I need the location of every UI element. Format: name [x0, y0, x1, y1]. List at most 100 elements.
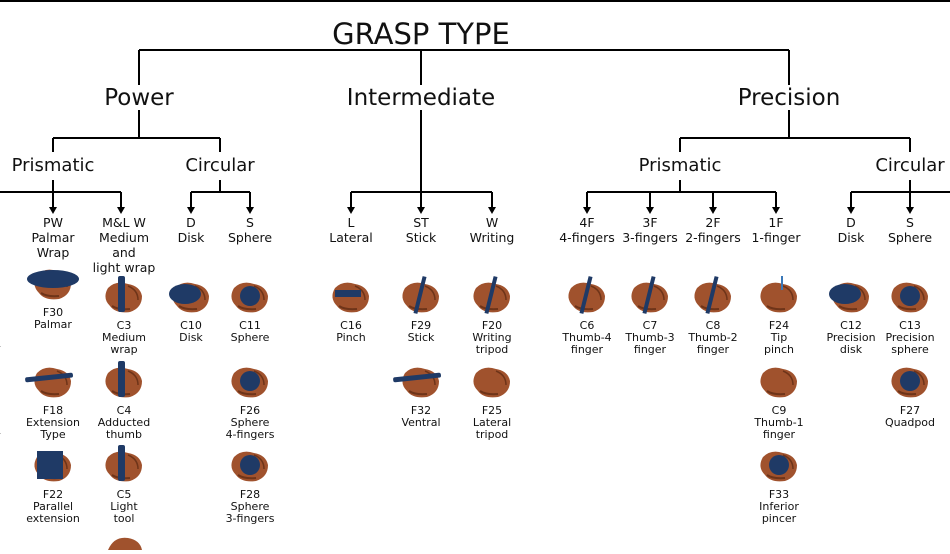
grasp-name: thumb [106, 428, 142, 441]
grasp-name: Light [110, 500, 138, 513]
grasp-name: Parallel [32, 500, 74, 513]
subgroup-precision-prismatic: Prismatic [638, 155, 722, 176]
grasp-code: C4 [116, 404, 132, 417]
hand-c8-icon [683, 276, 743, 320]
hand-partial-icon [100, 534, 150, 554]
group-intermediate: Intermediate [346, 85, 496, 111]
code-abbr: M&L W [102, 215, 146, 230]
hand-c5-icon [94, 445, 154, 489]
grasp-name: tripod [475, 343, 509, 356]
code-text: 2-fingers [685, 230, 741, 245]
grasp-name: disk [839, 343, 863, 356]
hand-c16-icon [321, 276, 381, 320]
code-text: Palmar [31, 230, 75, 245]
grasp-code: C11 [239, 319, 261, 332]
grasp-name: Thumb-4 [562, 331, 612, 344]
hand-f28-icon [220, 445, 280, 489]
code-text: Stick [405, 230, 437, 245]
grasp-name: Precision [885, 331, 935, 344]
grasp-name: Thumb-1 [754, 416, 804, 429]
grasp-name: finger [696, 343, 730, 356]
code-text: 1-finger [751, 230, 801, 245]
hand-f18-icon [23, 361, 83, 405]
grasp-code: F18 [42, 404, 64, 417]
code-text: light wrap [92, 260, 156, 275]
hand-c13-icon [880, 276, 940, 320]
code-abbr: D [186, 215, 196, 230]
hand-f24-icon [749, 276, 809, 320]
code-text: Medium [99, 230, 149, 245]
grasp-name: Disk [179, 331, 203, 344]
grasp-name: Palmar [34, 318, 72, 331]
code-text: Disk [177, 230, 205, 245]
code-abbr: L [347, 215, 355, 230]
hand-f32-icon [391, 361, 451, 405]
grasp-name: Writing [472, 331, 512, 344]
grasp-name: pincer [761, 512, 797, 525]
grasp-code: C8 [705, 319, 721, 332]
grasp-code: C9 [771, 404, 787, 417]
grasp-name: Sphere [230, 500, 270, 513]
grasp-name: Pinch [336, 331, 366, 344]
grasp-code: C13 [899, 319, 921, 332]
code-text: Disk [837, 230, 865, 245]
grasp-name: sphere [891, 343, 929, 356]
hand-f27-icon [880, 361, 940, 405]
grasp-code: C7 [642, 319, 658, 332]
grasp-name: Adducted [97, 416, 151, 429]
hand-f20-icon [462, 276, 522, 320]
hand-f25-icon [462, 361, 522, 405]
group-power: Power [104, 85, 174, 111]
code-text: 3-fingers [622, 230, 678, 245]
partial-caption: r [0, 430, 3, 442]
code-text: Writing [469, 230, 515, 245]
subgroup-power-prismatic: Prismatic [11, 155, 95, 176]
code-abbr: PW [43, 215, 63, 230]
grasp-name: extension [26, 512, 80, 525]
grasp-code: C6 [579, 319, 595, 332]
grasp-code: F25 [481, 404, 503, 417]
hand-c7-icon [620, 276, 680, 320]
grasp-name: 3-fingers [225, 512, 275, 525]
grasp-name: Stick [407, 331, 435, 344]
code-abbr: 1F [768, 215, 784, 230]
grasp-name: Lateral [472, 416, 512, 429]
hand-c11-icon [220, 276, 280, 320]
code-abbr: ST [413, 215, 429, 230]
grasp-name: Quadpod [884, 416, 936, 429]
grasp-name: Type [40, 428, 66, 441]
grasp-name: finger [633, 343, 667, 356]
hand-f30-icon [23, 263, 83, 307]
grasp-name: Sphere [230, 416, 270, 429]
code-abbr: 2F [705, 215, 721, 230]
partial-caption: r [0, 343, 3, 355]
grasp-name: wrap [110, 343, 138, 356]
grasp-name: pinch [763, 343, 795, 356]
grasp-code: F27 [899, 404, 921, 417]
hand-c10-icon [161, 276, 221, 320]
grasp-code: F30 [42, 306, 64, 319]
grasp-name: 4-fingers [225, 428, 275, 441]
grasp-name: Thumb-3 [625, 331, 675, 344]
